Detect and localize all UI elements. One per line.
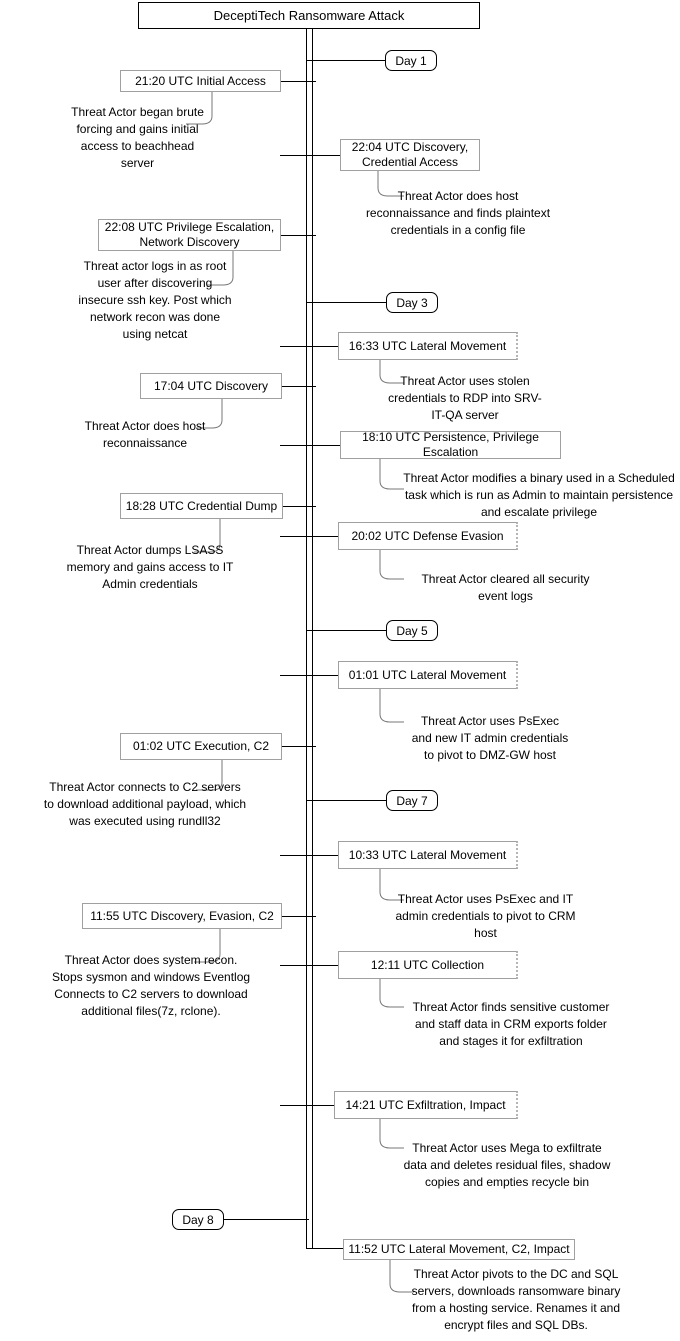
event-box-0101-lateral-movement: 01:01 UTC Lateral Movement <box>338 661 518 689</box>
event-box-1704-discovery: 17:04 UTC Discovery <box>140 373 282 399</box>
day-marker-5: Day 5 <box>386 620 438 641</box>
description-elbows <box>186 92 414 1293</box>
day-marker-1: Day 1 <box>385 50 437 71</box>
event-box-1810-persistence: 18:10 UTC Persistence, Privilege Escalat… <box>340 430 561 459</box>
event-connectors <box>280 81 343 1249</box>
event-desc-2204: Threat Actor does host reconnaissance an… <box>365 189 551 237</box>
day-marker-8: Day 8 <box>172 1209 224 1230</box>
day-marker-7: Day 7 <box>386 790 438 811</box>
event-box-2208-privilege-escalation: 22:08 UTC Privilege Escalation, Network … <box>98 219 281 251</box>
diagram-title: DeceptiTech Ransomware Attack <box>138 2 480 29</box>
event-desc-1810: Threat Actor modifies a binary used in a… <box>403 471 675 519</box>
event-box-1152-lateral-movement-c2-impact: 11:52 UTC Lateral Movement, C2, Impact <box>343 1239 575 1260</box>
event-desc-1828: Threat Actor dumps LSASS memory and gain… <box>66 543 234 591</box>
event-box-1033-lateral-movement: 10:33 UTC Lateral Movement <box>338 841 518 869</box>
event-box-0102-execution-c2: 01:02 UTC Execution, C2 <box>120 733 282 760</box>
event-desc-1633: Threat Actor uses stolen credentials to … <box>388 374 542 422</box>
event-box-2120-initial-access: 21:20 UTC Initial Access <box>120 70 281 92</box>
event-desc-1704: Threat Actor does host reconnaissance <box>84 419 206 450</box>
event-box-1211-collection: 12:11 UTC Collection <box>338 951 518 979</box>
event-desc-1421: Threat Actor uses Mega to exfiltrate dat… <box>403 1141 611 1189</box>
event-box-1633-lateral-movement: 16:33 UTC Lateral Movement <box>338 332 518 360</box>
event-box-1421-exfiltration-impact: 14:21 UTC Exfiltration, Impact <box>334 1091 518 1119</box>
event-desc-0101: Threat Actor uses PsExec and new IT admi… <box>411 714 569 762</box>
event-desc-1033: Threat Actor uses PsExec and IT admin cr… <box>395 892 576 940</box>
event-desc-2120: Threat Actor began brute forcing and gai… <box>71 105 204 170</box>
event-box-2002-defense-evasion: 20:02 UTC Defense Evasion <box>338 522 518 550</box>
event-desc-1155: Threat Actor does system recon. Stops sy… <box>51 953 251 1018</box>
event-desc-2002: Threat Actor cleared all security event … <box>421 572 590 603</box>
event-box-1828-credential-dump: 18:28 UTC Credential Dump <box>120 493 283 519</box>
event-box-2204-discovery-credential-access: 22:04 UTC Discovery, Credential Access <box>340 139 480 171</box>
day-marker-3: Day 3 <box>386 292 438 313</box>
event-desc-1211: Threat Actor finds sensitive customer an… <box>412 1000 610 1048</box>
event-box-1155-discovery-evasion-c2: 11:55 UTC Discovery, Evasion, C2 <box>82 903 282 929</box>
event-desc-0102: Threat Actor connects to C2 servers to d… <box>43 780 247 828</box>
event-desc-1152: Threat Actor pivots to the DC and SQL se… <box>411 1267 621 1332</box>
timeline-spine <box>306 29 313 1249</box>
event-desc-2208: Threat actor logs in as root user after … <box>78 259 232 341</box>
day-connectors <box>224 60 386 1220</box>
